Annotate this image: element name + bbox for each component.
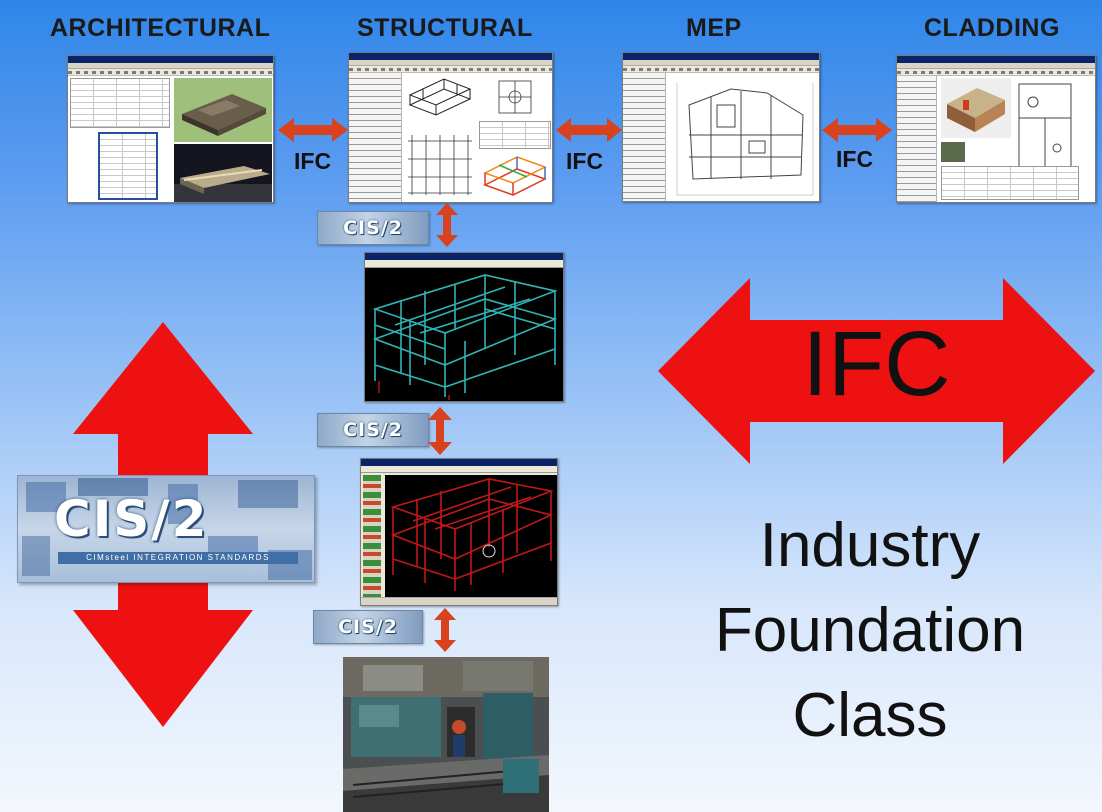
vertical-double-arrow-icon: [428, 407, 452, 455]
cis2-badge: CIS/2: [313, 610, 423, 644]
ifc-link-label: IFC: [566, 148, 604, 174]
mep-floor-plan-view: [671, 75, 819, 201]
tool-palette: [363, 475, 381, 597]
mep-software-screenshot: [622, 52, 820, 202]
structural-software-screenshot: [348, 52, 553, 203]
ifc-link-label: IFC: [294, 148, 332, 174]
header-architectural: ARCHITECTURAL: [50, 14, 271, 42]
structural-analysis-color-view: [479, 151, 551, 201]
header-structural: STRUCTURAL: [357, 14, 533, 42]
building-night-render-image: [174, 144, 272, 202]
caption-line-industry: Industry: [759, 511, 981, 580]
vertical-double-arrow-icon: [436, 203, 458, 247]
cis2-badge: CIS/2: [317, 211, 429, 245]
double-arrow-icon: [822, 118, 892, 142]
red-steel-frame-model: [385, 475, 557, 597]
structural-plan-grid-view: [404, 129, 474, 201]
ifc-link-label: IFC: [836, 146, 874, 172]
cis2-logo-subtitle: CIMsteel INTEGRATION STANDARDS: [58, 552, 298, 564]
vertical-double-arrow-icon: [434, 608, 456, 652]
cyan-steel-frame-model: [365, 269, 563, 401]
cis2-logo-title: CIS/2: [54, 490, 209, 548]
architectural-software-screenshot: [67, 55, 274, 203]
ifc-arrow-label: IFC: [802, 313, 951, 415]
red-steel-frame-viewer-screenshot: [360, 458, 558, 606]
cladding-software-screenshot: [896, 55, 1096, 203]
caption-line-class: Class: [792, 681, 948, 750]
header-mep: MEP: [686, 14, 742, 42]
steel-fabrication-workshop-photo: [343, 657, 549, 812]
building-render-image: [174, 78, 272, 142]
structural-section-view: [479, 75, 551, 119]
cis2-logo: CIS/2 CIMsteel INTEGRATION STANDARDS: [17, 475, 315, 583]
double-arrow-icon: [278, 118, 348, 142]
large-ifc-double-arrow-icon: [658, 278, 1095, 464]
cladding-room-render-image: [941, 78, 1011, 138]
cis2-badge: CIS/2: [317, 413, 429, 447]
cladding-photo-thumbnail: [941, 142, 965, 162]
caption-line-foundation: Foundation: [714, 596, 1026, 665]
structural-frame-3d-view: [404, 75, 476, 125]
double-arrow-icon: [556, 118, 622, 142]
cyan-steel-frame-viewer-screenshot: [364, 252, 564, 402]
header-cladding: CLADDING: [924, 14, 1060, 42]
